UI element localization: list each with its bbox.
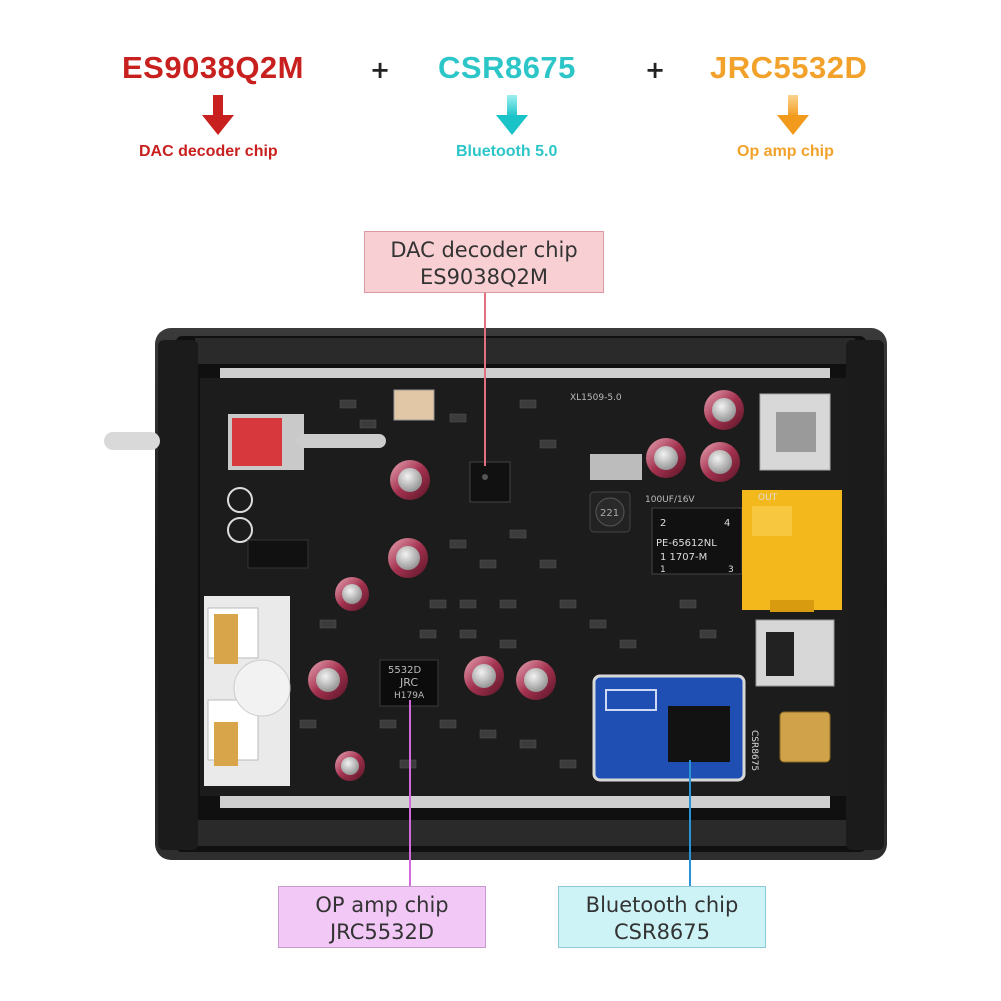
callout-dac-line1: DAC decoder chip	[390, 238, 578, 262]
chip-name-es9038q2m: ES9038Q2M	[122, 50, 304, 85]
role-label-opamp: Op amp chip	[737, 143, 834, 160]
xfmr-pin-1: 1	[660, 565, 666, 575]
board-code: XL1509-5.0	[570, 393, 622, 403]
xfmr-pin-2: 2	[660, 518, 666, 529]
callout-bluetooth-chip: Bluetooth chip CSR8675	[558, 886, 766, 948]
arrow-down-icon-orange	[777, 95, 809, 135]
opamp-marking-2: JRC	[399, 676, 418, 689]
arrow-down-icon-red	[202, 95, 234, 135]
role-label-dac: DAC decoder chip	[139, 143, 278, 160]
side-label: CSR8675	[749, 730, 759, 771]
xfmr-pin-4: 4	[724, 518, 730, 529]
callout-opamp-line1: OP amp chip	[315, 893, 449, 917]
plus-sign-1: +	[370, 56, 391, 84]
callout-bluetooth-line2: CSR8675	[613, 920, 711, 944]
chip-name-csr8675: CSR8675	[438, 50, 576, 85]
xfmr-code: 1 1707-M	[660, 552, 707, 563]
inductor-marking: 221	[600, 508, 619, 519]
out-label: OUT	[758, 493, 778, 503]
plus-sign-2: +	[645, 56, 666, 84]
callout-dac-chip: DAC decoder chip ES9038Q2M	[364, 231, 604, 293]
role-label-bluetooth: Bluetooth 5.0	[456, 143, 558, 160]
callout-bluetooth-line1: Bluetooth chip	[585, 893, 739, 917]
callout-opamp-line2: JRC5532D	[329, 920, 434, 944]
cap-rating: 100UF/16V	[645, 495, 695, 505]
opamp-marking-3: H179A	[394, 691, 425, 701]
xfmr-pin-3: 3	[728, 565, 734, 575]
xfmr-model: PE-65612NL	[656, 538, 717, 549]
callout-dac-line2: ES9038Q2M	[419, 265, 549, 289]
chip-name-jrc5532d: JRC5532D	[710, 50, 868, 85]
opamp-marking-1: 5532D	[388, 665, 421, 676]
arrow-down-icon-cyan	[496, 95, 528, 135]
callout-opamp-chip: OP amp chip JRC5532D	[278, 886, 486, 948]
